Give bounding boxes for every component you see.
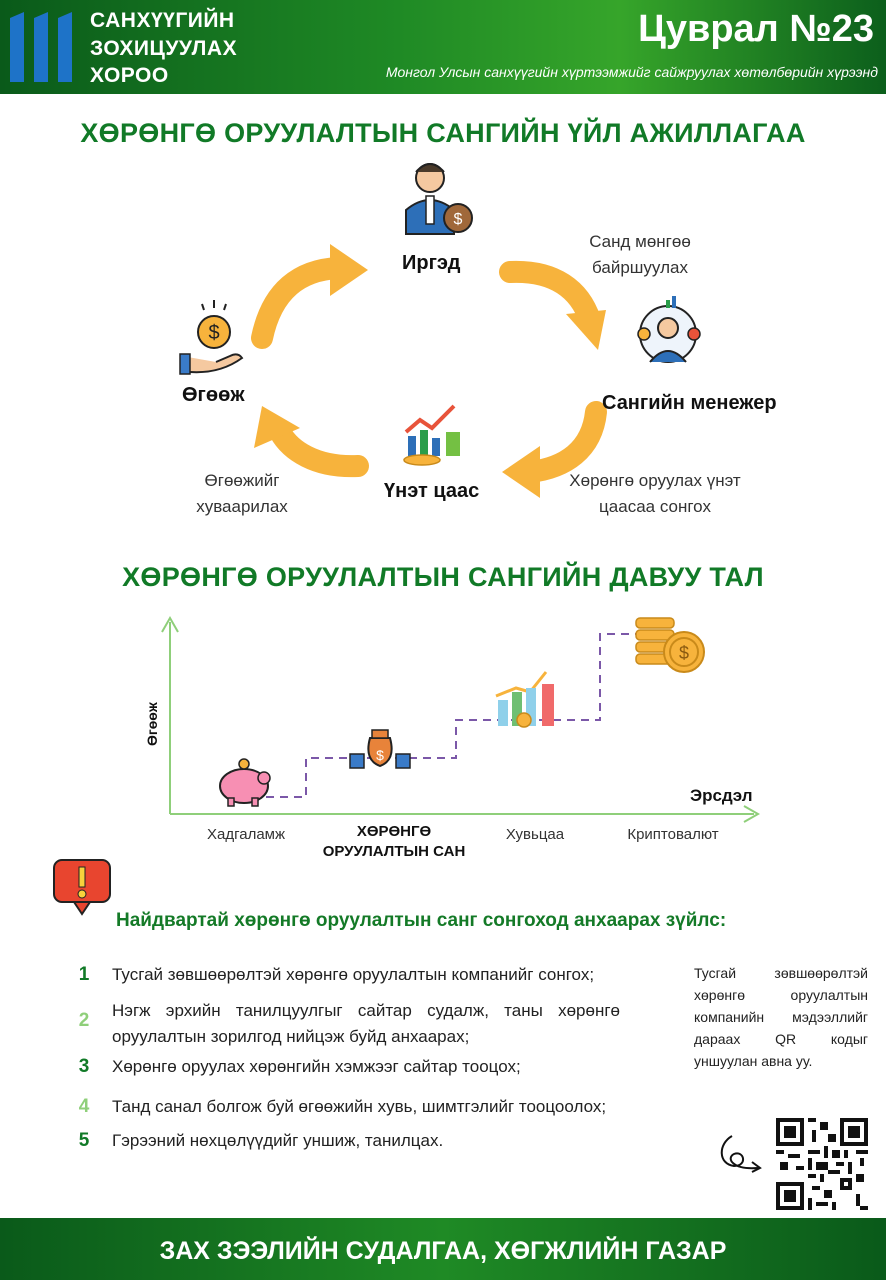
- category-investment-fund: ХӨРӨНГӨ ОРУУЛАЛТЫН САН: [314, 822, 474, 862]
- checklist-number-2: 2: [78, 1010, 90, 1031]
- citizen-investor-icon: $: [405, 163, 473, 235]
- footer-banner: ЗАХ ЗЭЭЛИЙН СУДАЛГАА, ХӨГЖЛИЙН ГАЗАР: [0, 1218, 886, 1280]
- svg-text:$: $: [454, 211, 463, 228]
- y-axis: [161, 615, 179, 814]
- category-stocks: Хувьцаа: [505, 826, 565, 843]
- place-money-caption-line2: байршуулах: [592, 258, 688, 277]
- program-subtitle: Монгол Улсын санхүүгийн хүртээмжийг сайж…: [385, 64, 878, 80]
- category-investment-fund-line1: ХӨРӨНГӨ: [356, 823, 432, 840]
- commission-logo-icon: [10, 12, 72, 82]
- checklist-item-1: Тусгай зөвшөөрөлтэй хөрөнгө оруулалтын к…: [112, 965, 595, 984]
- cycle-diagram: $ $: [179, 163, 701, 498]
- svg-text:$: $: [376, 747, 384, 763]
- choose-securities-caption-line2: цаасаа сонгох: [599, 497, 711, 516]
- qr-code[interactable]: [776, 1118, 868, 1210]
- checklist-item-5: Гэрээний нөхцөлүүдийг уншиж, танилцах.: [112, 1131, 444, 1150]
- place-money-caption-line1: Санд мөнгөө: [589, 232, 691, 251]
- category-savings: Хадгаламж: [206, 826, 286, 843]
- checklist-number-3: 3: [78, 1056, 90, 1077]
- checklist-title: Найдвартай хөрөнгө оруулалтын санг сонго…: [116, 910, 727, 931]
- checklist-number-1: 1: [78, 964, 90, 985]
- risk-return-diagram: $ $: [161, 615, 761, 823]
- checklist-item-4: Танд санал болгож буй өгөөжийн хувь, шим…: [112, 1097, 607, 1116]
- fund-manager-icon: [637, 296, 701, 363]
- x-axis: [170, 805, 761, 823]
- series-number: Цуврал №23: [638, 8, 874, 50]
- checklist-item-3: Хөрөнгө оруулах хөрөнгийн хэмжээг сайтар…: [112, 1057, 521, 1076]
- piggy-bank-icon: [219, 758, 271, 807]
- svg-text:$: $: [208, 322, 219, 344]
- risk-return-staircase: [266, 633, 636, 798]
- qr-note: Тусгай зөвшөөрөлтэй хөрөнгө оруулалтын к…: [694, 965, 868, 1069]
- distribute-return-caption: Өгөөжийг хуваарилах: [182, 468, 302, 520]
- warning-exclamation-icon: [53, 859, 111, 916]
- curly-arrow-icon: [720, 1135, 762, 1173]
- category-crypto: Криптовалют: [627, 826, 719, 843]
- cycle-section-title: ХӨРӨНГӨ ОРУУЛАЛТЫН САНГИЙН ҮЙЛ АЖИЛЛАГАА: [80, 118, 806, 148]
- category-investment-fund-line2: ОРУУЛАЛТЫН САН: [322, 843, 466, 860]
- securities-growth-icon: [403, 404, 460, 466]
- org-name-line1: САНХҮҮГИЙН: [90, 9, 235, 32]
- arrow-return-to-citizens-icon: [251, 244, 368, 349]
- crypto-coins-icon: $: [635, 617, 705, 673]
- distribute-return-caption-line1: Өгөөжийг: [204, 471, 280, 490]
- fund-manager-label: Сангийн менежер: [602, 392, 777, 414]
- stocks-growth-chart-icon: [495, 671, 554, 728]
- arrow-citizens-to-manager-icon: [499, 260, 606, 350]
- checklist-item-2: Нэгж эрхийн танилцуулгыг сайтар судалж, …: [112, 1001, 620, 1046]
- arrow-securities-to-return-icon: [254, 406, 369, 478]
- citizens-label: Иргэд: [402, 252, 461, 274]
- arrow-manager-to-securities-icon: [502, 401, 607, 498]
- distribute-return-caption-line2: хуваарилах: [196, 497, 288, 516]
- choose-securities-caption: Хөрөнгө оруулах үнэт цаасаа сонгох: [560, 468, 750, 520]
- y-axis-label: Өгөөж: [144, 702, 160, 746]
- checklist-number-4: 4: [78, 1096, 90, 1117]
- return-coin-hand-icon: $: [179, 300, 244, 375]
- advantage-section-title: ХӨРӨНГӨ ОРУУЛАЛТЫН САНГИЙН ДАВУУ ТАЛ: [122, 562, 764, 592]
- checklist-number-5: 5: [78, 1130, 90, 1151]
- return-label: Өгөөж: [182, 384, 245, 406]
- org-name-line2: ЗОХИЦУУЛАХ: [90, 37, 238, 60]
- svg-text:$: $: [679, 643, 689, 663]
- header-banner: САНХҮҮГИЙН ЗОХИЦУУЛАХ ХОРОО Цуврал №23 М…: [0, 0, 886, 94]
- x-axis-label: Эрсдэл: [690, 786, 753, 805]
- place-money-caption: Санд мөнгөө байршуулах: [572, 229, 708, 281]
- choose-securities-caption-line1: Хөрөнгө оруулах үнэт: [569, 471, 741, 490]
- securities-label: Үнэт цаас: [384, 480, 480, 502]
- org-name-line3: ХОРОО: [90, 64, 169, 87]
- fund-money-bag-icon: $: [349, 729, 411, 769]
